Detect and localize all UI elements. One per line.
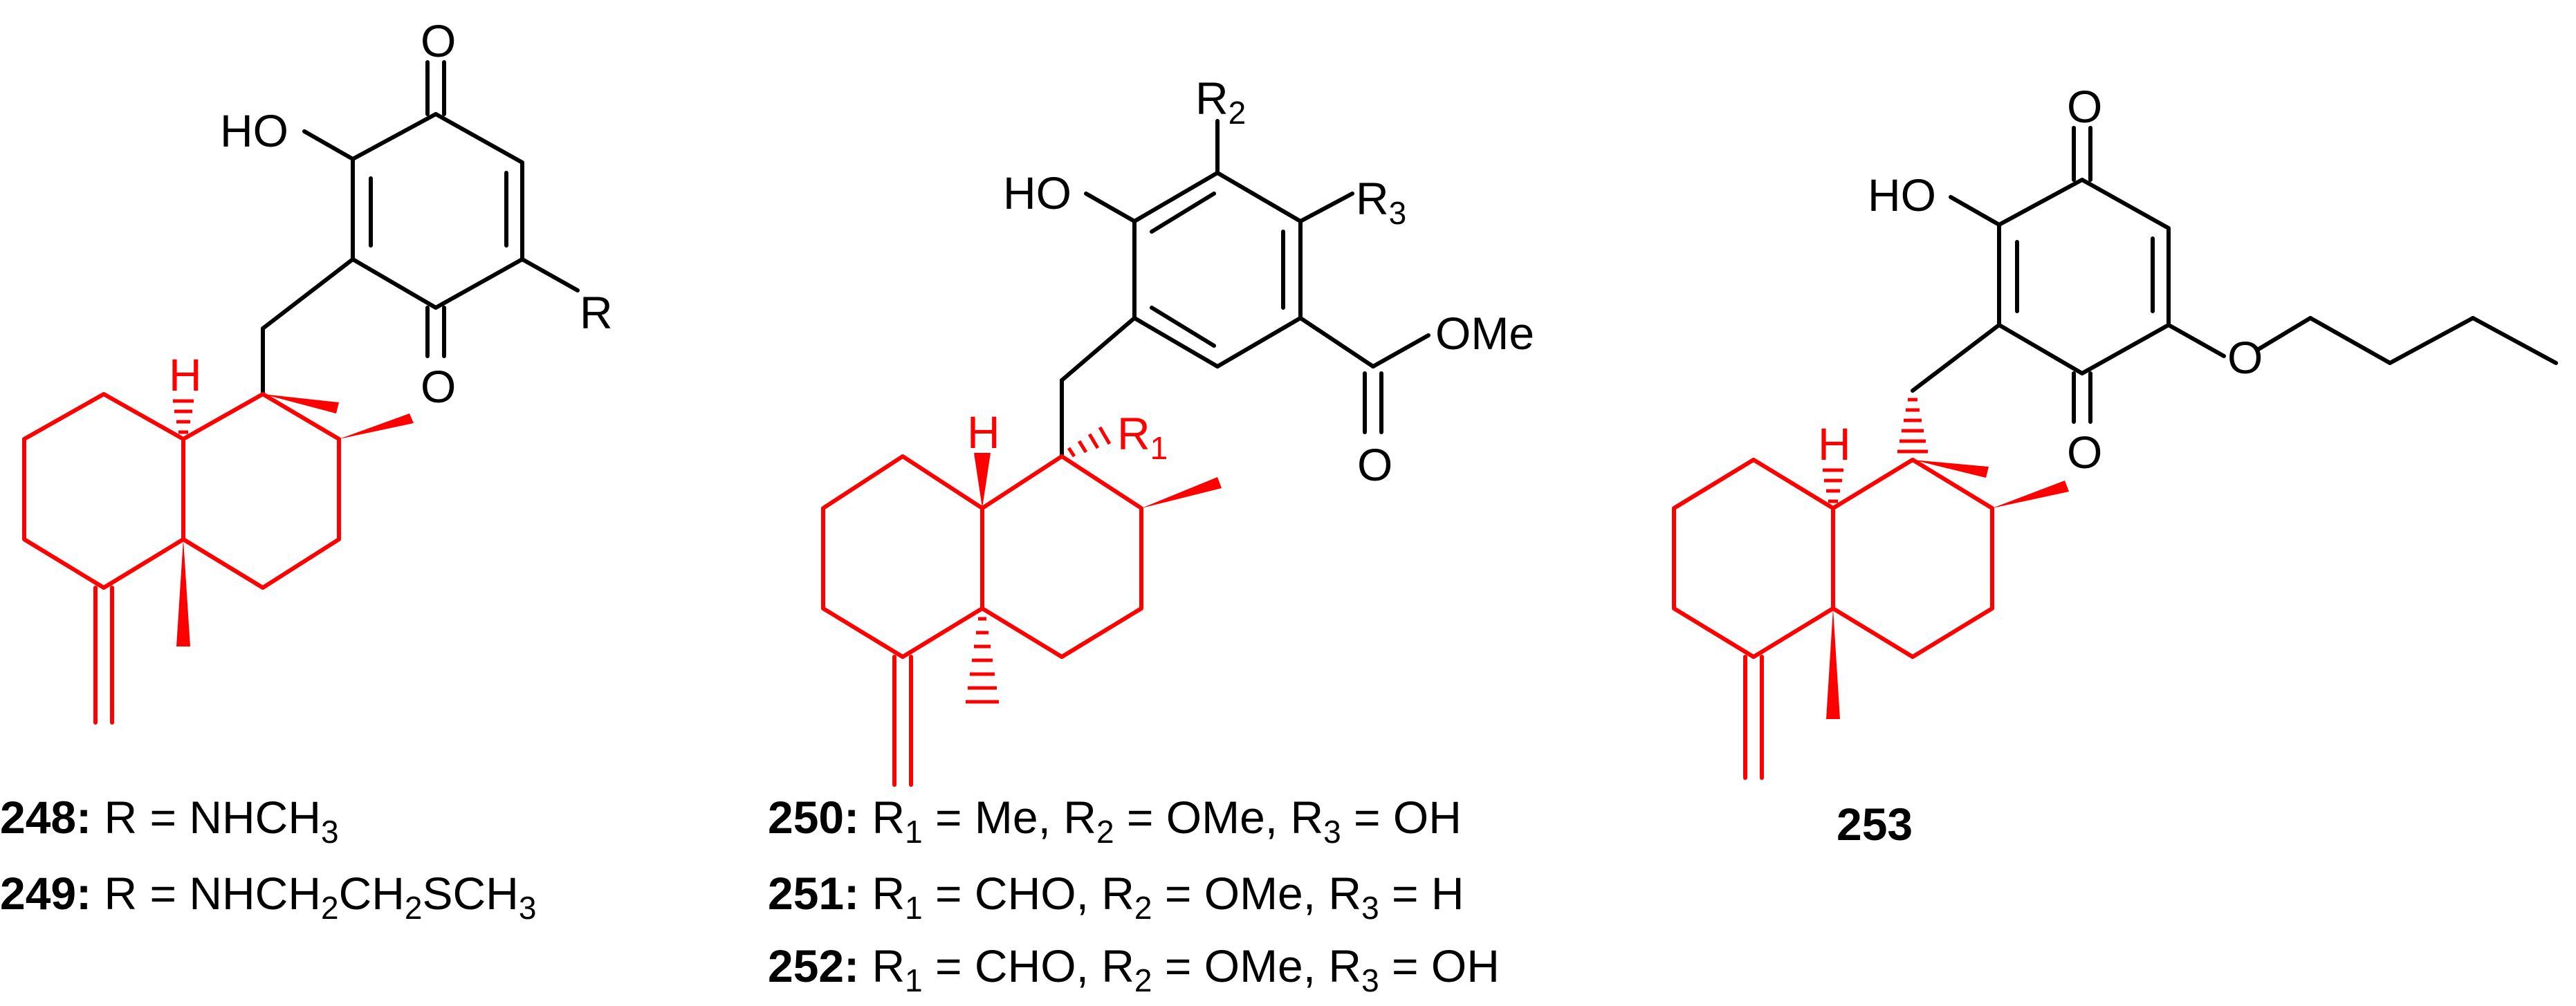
label-O-top: O [421,15,456,66]
label-O-bottom: O [2067,427,2102,478]
label-H: H [169,349,202,400]
label-R3: R3 [1356,173,1406,231]
hashed-bond-R1 [1067,426,1112,458]
decalin-scaffold [22,392,414,725]
label-R2: R2 [1195,73,1246,131]
label-R: R [580,287,613,338]
label-O-top: O [2067,81,2102,132]
label-H: H [967,407,1000,458]
label-O-carbonyl: O [1357,439,1392,490]
label-OMe: OMe [1435,308,1534,359]
structure-248-249: HO O O R H [22,15,613,725]
caption-252: 252: R1 = CHO, R2 = OMe, R3 = OH [768,940,1500,998]
caption-250: 250: R1 = Me, R2 = OMe, R3 = OH [768,792,1462,850]
caption-251: 251: R1 = CHO, R2 = OMe, R3 = H [768,868,1464,926]
quinone-ring [261,60,580,396]
hashed-bond-H [173,399,194,434]
structure-250-252: HO R2 R3 OMe O [821,73,1534,787]
hashed-bond-methyl [966,617,999,704]
label-H: H [1818,418,1851,469]
hashed-bond-H [1823,468,1843,503]
label-O-ether: O [2227,332,2263,383]
label-HO: HO [220,105,288,156]
label-R1: R1 [1117,408,1168,466]
label-HO: HO [1003,167,1071,218]
caption-248: 248: R = NHCH3 [0,792,339,850]
decalin-scaffold [1672,458,2069,780]
caption-253: 253 [1837,799,1913,850]
caption-249: 249: R = NHCH2CH2SCH3 [0,868,536,926]
decalin-scaffold [821,426,1222,787]
quinone-ring [1897,126,2558,454]
hashed-bond-link [1897,398,1928,454]
label-HO: HO [1868,169,1936,221]
aromatic-ring [1060,119,1430,458]
structure-253: HO O O O H [1672,81,2558,780]
label-O-bottom: O [421,361,456,412]
